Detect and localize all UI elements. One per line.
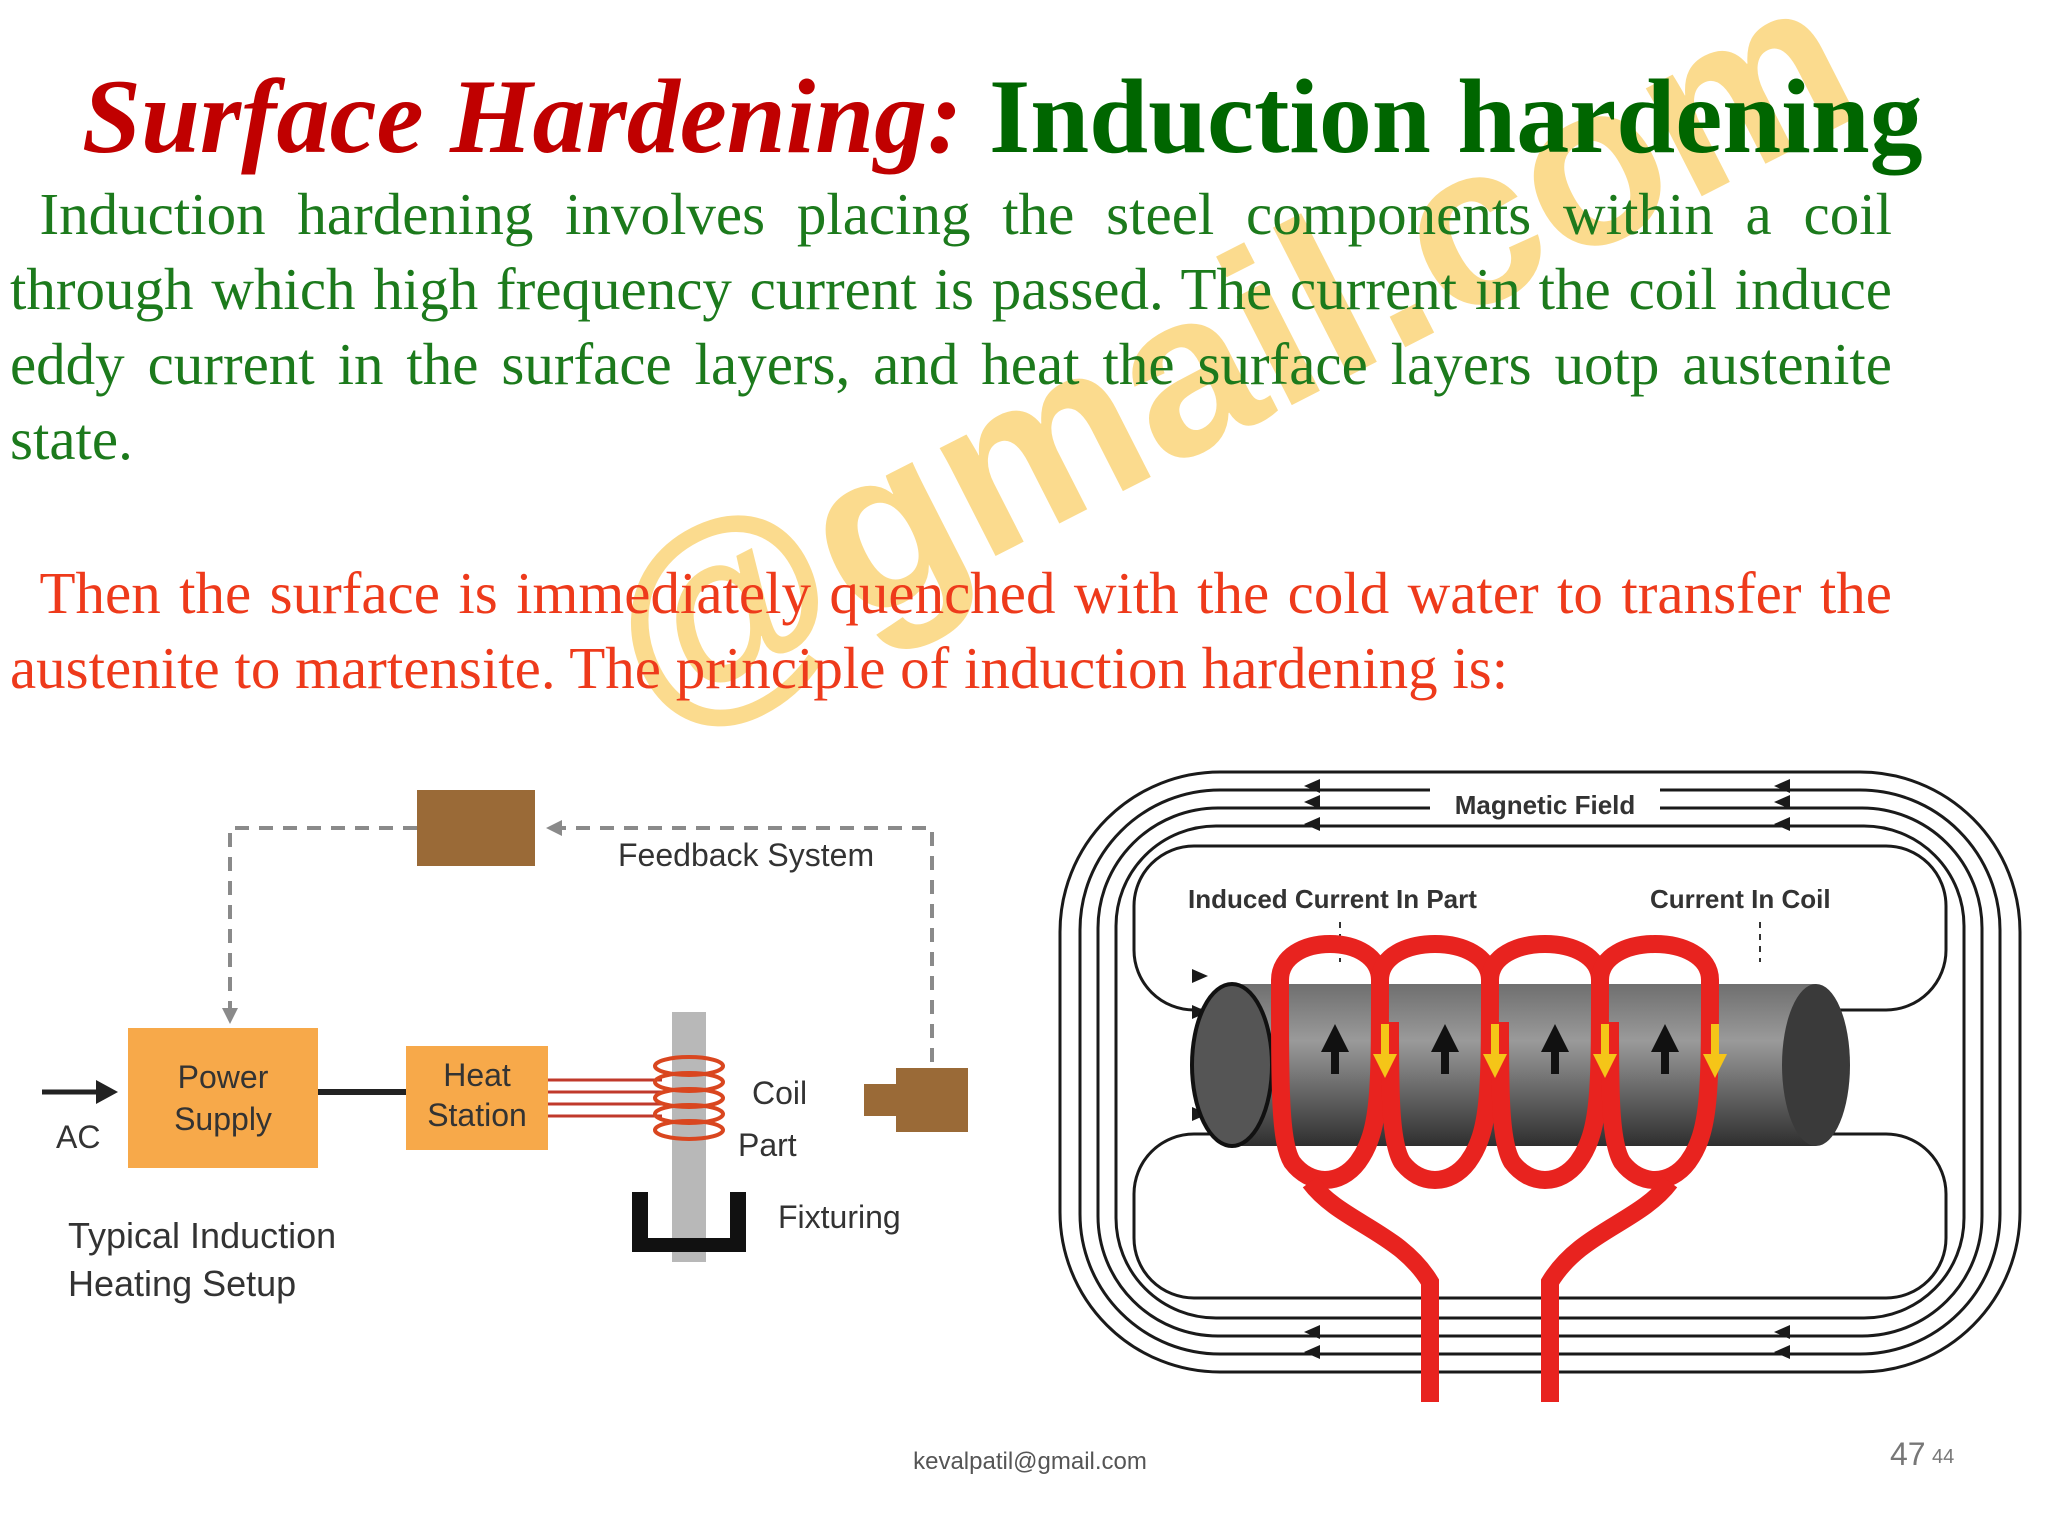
magnetic-field-label: Magnetic Field: [1455, 790, 1636, 820]
slide-title: Surface Hardening: Induction hardening: [82, 52, 1982, 182]
page-sub-number: 44: [1932, 1446, 1955, 1468]
cylinder-body: [1232, 984, 1816, 1146]
page-number: 47: [1890, 1436, 1926, 1472]
paragraph-quench-text: Then the surface is immediately quenched…: [10, 560, 1892, 701]
title-topic: Surface Hardening:: [82, 58, 963, 175]
sensor-head: [864, 1084, 898, 1116]
heat-station-box: [406, 1046, 548, 1150]
power-supply-label-2: Supply: [174, 1101, 272, 1137]
paragraph-induction-text: Induction hardening involves placing the…: [10, 181, 1892, 472]
magnetic-field-svg: Magnetic Field Induced Current In Part C…: [1058, 770, 2022, 1402]
induced-current-arrows: [1321, 1024, 1679, 1074]
paragraph-quench: Then the surface is immediately quenched…: [10, 556, 1892, 706]
feedback-label: Feedback System: [618, 837, 874, 873]
part-label: Part: [738, 1127, 797, 1163]
feedback-line-right: [552, 826, 934, 1062]
feedback-arrow-down-icon: [222, 1008, 238, 1024]
cylinder-face: [1190, 982, 1274, 1148]
setup-caption-1: Typical Induction: [68, 1215, 336, 1256]
fixturing-label: Fixturing: [778, 1199, 901, 1235]
controller-box: [417, 790, 535, 866]
induction-setup-diagram: Feedback System AC Power Supply Heat Sta…: [32, 762, 1032, 1322]
magnetic-field-diagram: Magnetic Field Induced Current In Part C…: [1040, 762, 2040, 1402]
power-supply-box: [128, 1028, 318, 1168]
ac-arrow-icon: [96, 1080, 118, 1104]
coil-leads: [548, 1078, 662, 1118]
heat-station-label-2: Station: [427, 1097, 527, 1133]
coil-current-arrows: [1373, 1024, 1727, 1078]
induction-setup-svg: Feedback System AC Power Supply Heat Sta…: [42, 790, 968, 1304]
feedback-arrow-left-icon: [546, 820, 562, 836]
coil-current-label: Current In Coil: [1650, 884, 1831, 914]
title-subtopic: Induction hardening: [988, 58, 1923, 175]
sensor-box: [896, 1068, 968, 1132]
field-label-bg: [1430, 786, 1660, 822]
coil-label: Coil: [752, 1075, 807, 1111]
ac-label: AC: [56, 1119, 100, 1155]
heating-coil: [653, 1055, 725, 1141]
footer-email: kevalpatil@gmail.com: [913, 1448, 1147, 1475]
induced-current-label: Induced Current In Part: [1188, 884, 1477, 914]
feedback-line-left: [228, 826, 417, 1012]
paragraph-induction: Induction hardening involves placing the…: [10, 177, 1892, 477]
power-supply-label-1: Power: [178, 1059, 269, 1095]
cylinder-end: [1782, 984, 1850, 1146]
fixture-base: [632, 1192, 746, 1252]
induction-coil: [1271, 935, 1720, 1402]
heat-station-label-1: Heat: [443, 1057, 511, 1093]
feedback-loop-lines: [228, 826, 934, 1062]
setup-caption-2: Heating Setup: [68, 1263, 296, 1304]
